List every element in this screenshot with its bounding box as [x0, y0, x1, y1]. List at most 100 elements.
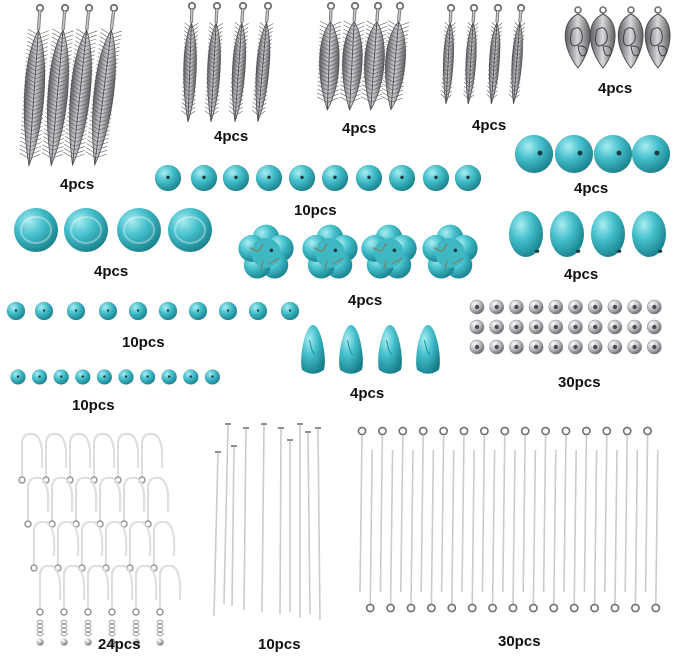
silver-spacer-beads-illustration — [469, 299, 662, 355]
bead — [139, 369, 156, 385]
earring-hook — [72, 476, 98, 528]
long-feather-charms-illustration — [19, 3, 122, 168]
eye-pin — [508, 449, 518, 613]
flat-bead — [168, 208, 212, 252]
eye-pins-illustration — [357, 426, 661, 613]
bead — [183, 369, 199, 385]
eye-pin — [459, 426, 469, 593]
bead — [514, 134, 554, 174]
feather-charm — [63, 3, 98, 167]
flower-bead — [302, 224, 358, 279]
feather-charm — [19, 3, 50, 168]
eye-pin — [529, 449, 538, 613]
feather-charm — [508, 3, 526, 104]
label-eye-pins: 30pcs — [498, 633, 541, 650]
spacer-bead — [646, 299, 662, 315]
feather-charm — [181, 1, 199, 123]
bead — [631, 134, 671, 174]
bead — [6, 301, 26, 321]
head-pin — [243, 427, 249, 611]
spacer-bead — [587, 339, 603, 355]
spacer-bead — [568, 339, 583, 355]
label-wide-feather-charms: 4pcs — [342, 120, 377, 137]
flat-bead — [64, 208, 108, 252]
spacer-bead — [509, 299, 524, 315]
feather-charm — [85, 3, 122, 167]
spacer-bead — [607, 319, 623, 335]
oval-bead — [591, 211, 625, 257]
spacer-bead — [489, 299, 505, 315]
spacer-bead — [627, 319, 642, 335]
feather-charm — [228, 1, 249, 122]
eye-pin — [622, 426, 632, 593]
earring-hook — [24, 476, 50, 528]
small-feather-charms-illustration — [441, 3, 526, 104]
flat-bead — [117, 208, 161, 252]
head-pin — [231, 445, 237, 607]
oval-bead — [632, 211, 666, 257]
slim-feather-charms-illustration — [181, 1, 274, 123]
bead — [218, 301, 238, 321]
head-pin — [297, 423, 303, 618]
flower-bead — [422, 224, 478, 279]
round-turquoise-beads-8mm-illustration — [6, 301, 300, 321]
label-round-turquoise-beads-10mm: 10pcs — [294, 202, 337, 219]
spacer-bead — [528, 319, 544, 335]
bead — [154, 164, 182, 192]
earring-hook — [126, 520, 152, 572]
wide-feather-charms-illustration — [317, 1, 410, 111]
label-oval-turquoise-beads: 4pcs — [564, 266, 599, 283]
earring-hook — [48, 476, 74, 528]
spacer-bead — [509, 319, 524, 335]
bead — [280, 301, 300, 321]
label-head-pins: 10pcs — [258, 636, 301, 653]
eye-pin — [447, 449, 457, 613]
eye-pin — [365, 449, 375, 613]
bead — [422, 164, 450, 192]
spacer-bead — [469, 299, 485, 315]
spacer-bead — [607, 339, 623, 355]
earring-hook — [144, 476, 170, 528]
eye-pin — [549, 449, 559, 613]
earring-hook — [42, 432, 68, 484]
bead — [53, 369, 70, 385]
eye-pin — [426, 449, 436, 613]
spacer-bead — [469, 339, 485, 355]
eye-pin — [386, 449, 395, 613]
earring-hook — [60, 564, 86, 646]
earring-hook — [84, 564, 110, 646]
earring-hook — [102, 520, 128, 572]
label-earring-hooks: 24pcs — [98, 636, 141, 653]
spacer-bead — [646, 339, 662, 355]
spacer-bead — [489, 339, 505, 355]
eye-pin — [500, 426, 510, 593]
feather-charm — [486, 3, 503, 104]
head-pins-illustration — [213, 423, 321, 621]
leaf-charm — [644, 6, 671, 69]
leaf-charm — [564, 6, 591, 69]
teardrop-bead — [378, 325, 402, 374]
head-pin — [278, 427, 284, 615]
round-turquoise-beads-10mm-illustration — [154, 164, 482, 192]
bead — [10, 369, 26, 385]
head-pin — [213, 451, 221, 617]
teardrop-bead — [339, 325, 363, 374]
teardrop-bead — [416, 325, 440, 374]
bead — [255, 164, 283, 192]
eye-pin — [541, 426, 550, 593]
oval-turquoise-beads-illustration — [509, 211, 666, 257]
label-filigree-leaf-charms: 4pcs — [598, 80, 633, 97]
label-flat-round-turquoise-beads: 4pcs — [94, 263, 129, 280]
bead — [222, 164, 250, 192]
bead — [34, 301, 54, 321]
feather-charm — [463, 3, 479, 104]
spacer-bead — [568, 319, 583, 335]
oval-bead — [509, 211, 543, 257]
flat-bead — [14, 208, 58, 252]
bead — [98, 301, 118, 321]
flower-turquoise-beads-illustration — [238, 224, 478, 279]
earring-hook — [36, 564, 62, 646]
eye-pin — [602, 426, 612, 593]
bead — [355, 164, 383, 192]
